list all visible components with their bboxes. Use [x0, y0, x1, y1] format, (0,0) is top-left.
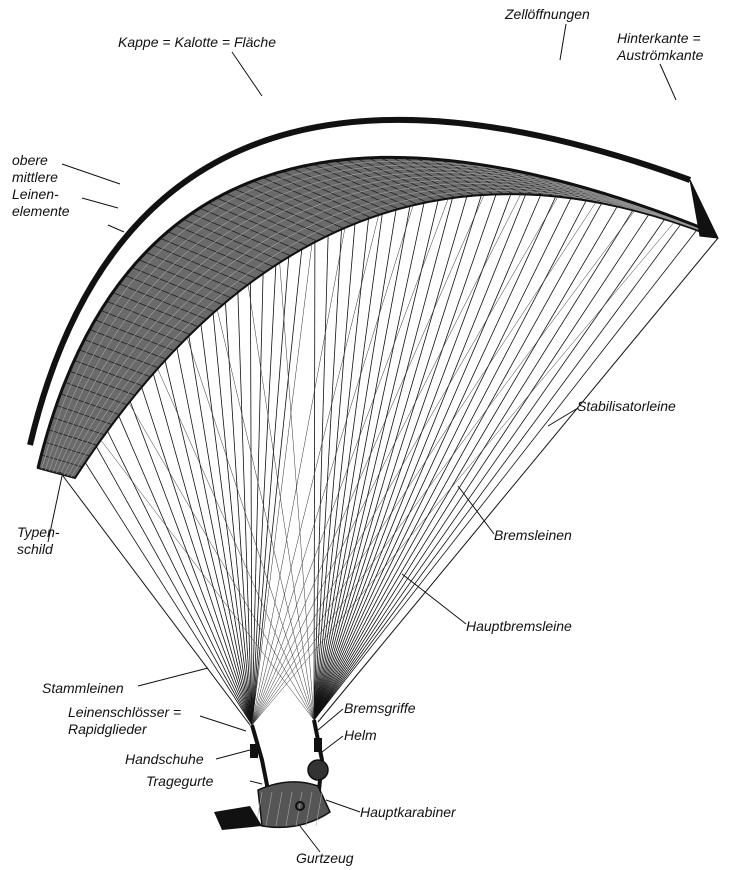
suspension-line — [314, 194, 496, 720]
suspension-line-cross — [252, 197, 558, 725]
label-kappe: Kappe = Kalotte = Fläche — [118, 34, 276, 51]
suspension-line — [314, 203, 424, 720]
label-hinterkante: Hinterkante = Auströmkante — [617, 30, 703, 64]
label-leader-line — [250, 781, 262, 784]
pilot-helmet — [308, 760, 328, 780]
suspension-line-cross — [252, 244, 312, 725]
label-stabilisatorleine-line: Stabilisatorleine — [577, 398, 676, 415]
label-leinenelemente-line-4: elemente — [12, 203, 70, 220]
suspension-line — [314, 196, 467, 720]
label-hinterkante-line-1: Hinterkante = — [617, 30, 703, 47]
label-leinenschloesser-line-1: Leinenschlösser = — [68, 704, 181, 721]
label-leader-line — [548, 408, 578, 426]
suspension-line — [107, 431, 252, 725]
label-leader-line — [232, 52, 262, 96]
suspension-line-cross — [252, 222, 674, 725]
label-hauptbremsleine-line: Hauptbremsleine — [466, 618, 572, 635]
suspension-line — [314, 218, 369, 720]
suspension-line-cross — [252, 205, 413, 725]
suspension-line — [153, 374, 252, 725]
suspension-line-cross — [252, 202, 596, 725]
label-zelloeffnungen: Zellöffnungen — [505, 6, 590, 23]
label-leinenschloesser: Leinenschlösser = Rapidglieder — [68, 704, 181, 738]
label-leader-line — [300, 826, 320, 852]
label-kappe-line: Kappe = Kalotte = Fläche — [118, 34, 276, 51]
label-leader-line — [326, 800, 360, 812]
suspension-line — [314, 195, 541, 720]
pilot-harness — [258, 782, 330, 828]
suspension-line — [314, 242, 315, 720]
suspension-line — [314, 224, 355, 720]
suspension-line — [314, 219, 665, 720]
label-leader-line — [82, 198, 118, 208]
label-zelloeffnungen-line: Zellöffnungen — [505, 6, 590, 23]
label-gurtzeug: Gurtzeug — [296, 850, 354, 867]
label-leader-line — [322, 736, 343, 752]
canopy-chord-line — [64, 183, 712, 475]
label-leinenelemente-line-1: obere — [12, 152, 70, 169]
label-leinenelemente-line-3: Leinen- — [12, 186, 70, 203]
label-handschuhe: Handschuhe — [125, 751, 204, 768]
label-stammleinen-line: Stammleinen — [42, 680, 124, 697]
label-hauptbremsleine: Hauptbremsleine — [466, 618, 572, 635]
label-leader-line — [138, 668, 208, 686]
label-tragegurte: Tragegurte — [146, 773, 213, 790]
suspension-line — [314, 198, 453, 720]
label-leader-line — [200, 716, 246, 731]
suspension-line-cross — [252, 215, 379, 725]
label-leader-line — [108, 225, 124, 232]
suspension-line — [142, 387, 252, 725]
label-typenschild-line-1: Typen- — [17, 524, 60, 541]
label-leader-line — [560, 24, 566, 60]
label-bremsgriffe: Bremsgriffe — [344, 700, 416, 717]
label-leinenelemente: obere mittlere Leinen- elemente — [12, 152, 70, 220]
suspension-line — [252, 249, 302, 725]
label-gurtzeug-line: Gurtzeug — [296, 850, 354, 867]
label-hauptkarabiner-line: Hauptkarabiner — [360, 804, 456, 821]
suspension-line-cross — [280, 263, 314, 720]
label-leader-line — [458, 486, 494, 534]
suspension-line — [314, 214, 649, 720]
suspension-line — [314, 196, 556, 720]
suspension-line — [177, 348, 252, 725]
suspension-line — [314, 203, 602, 720]
label-typenschild-line-2: schild — [17, 541, 60, 558]
suspension-line — [250, 283, 252, 725]
suspension-line — [314, 194, 511, 720]
suspension-line — [130, 401, 252, 725]
label-bremsgriffe-line: Bremsgriffe — [344, 700, 416, 717]
label-leinenelemente-line-2: mittlere — [12, 169, 70, 186]
label-stabilisatorleine: Stabilisatorleine — [577, 398, 676, 415]
label-leinenschloesser-line-2: Rapidglieder — [68, 721, 181, 738]
suspension-line-cross — [252, 194, 521, 725]
suspension-line — [314, 200, 586, 720]
label-typenschild: Typen- schild — [17, 524, 60, 558]
suspension-line — [314, 200, 438, 720]
label-hinterkante-line-2: Auströmkante — [617, 47, 703, 64]
label-helm: Helm — [344, 727, 377, 744]
pilot-feet — [214, 806, 262, 830]
label-leader-line — [318, 709, 343, 730]
suspension-line — [225, 303, 252, 725]
suspension-line — [314, 198, 571, 720]
suspension-line — [238, 292, 252, 725]
label-handschuhe-line: Handschuhe — [125, 751, 204, 768]
label-tragegurte-line: Tragegurte — [146, 773, 213, 790]
suspension-line-cross — [217, 310, 314, 720]
label-leader-line — [62, 164, 120, 184]
suspension-line — [314, 224, 681, 720]
label-bremsleinen: Bremsleinen — [494, 527, 572, 544]
label-leader-line — [216, 750, 250, 759]
suspension-line — [314, 206, 617, 720]
suspension-line — [314, 194, 526, 720]
brake-handle-left — [250, 744, 258, 758]
label-leader-line — [660, 64, 676, 100]
label-helm-line: Helm — [344, 727, 377, 744]
brake-handle-right — [314, 738, 322, 752]
suspension-line — [314, 230, 697, 720]
label-hauptkarabiner: Hauptkarabiner — [360, 804, 456, 821]
label-stammleinen: Stammleinen — [42, 680, 124, 697]
label-bremsleinen-line: Bremsleinen — [494, 527, 572, 544]
